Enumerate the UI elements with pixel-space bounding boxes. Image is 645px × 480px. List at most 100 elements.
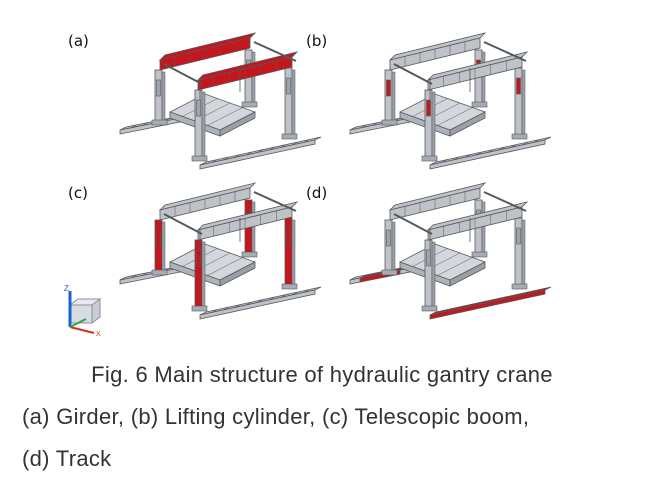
track-front-notch [475,151,483,156]
track-back-highlight-notch [375,271,383,276]
track-front-notch [521,141,529,146]
platform-grid [437,257,473,276]
column-front-left-base [421,155,438,162]
track-front-notch [268,296,276,301]
column-back-left-base [381,119,398,126]
track-back-highlight-notch [363,273,371,278]
column-back-left-cylinder [386,229,391,247]
panel-b [330,30,560,180]
crane-figure-d [349,182,552,320]
cross-beam-right [253,191,297,212]
cross-beam-left [393,63,433,85]
track-front-side [429,139,546,170]
track-back-notch [371,122,379,126]
track-back-highlight-notch [367,273,375,277]
track-front-notch [222,156,230,161]
panel-label-b: (b) [306,32,328,50]
column-front-right-base [511,283,528,290]
track-front-side [199,289,316,320]
column-back-left [384,69,393,125]
column-back-right-side [251,51,256,107]
panel-label-d: (d) [306,184,328,202]
column-front-right-side [521,219,526,289]
column-front-left-cylinder [196,99,201,117]
caption-subparts-cont: (d) Track [22,446,112,471]
column-back-left-side [161,221,166,275]
column-back-right-side [251,201,256,257]
track-front-notch [291,141,299,146]
track-front-notch [211,159,218,163]
track-front-notch [498,296,506,301]
track-front-notch [268,146,276,151]
column-front-left-base [421,305,438,312]
track-front-notch [452,306,460,311]
column-back-left-side [391,221,396,275]
platform-side2 [449,261,486,287]
column-front-right-cylinder [286,227,291,245]
axis-z-label: Z [64,284,69,293]
crane-figure-b [349,32,552,170]
track-front-notch [234,154,241,158]
column-back-left [154,69,163,125]
column-back-left-cylinder [156,79,161,97]
track-front-notch [257,299,264,303]
platform-grid [207,257,243,276]
column-front-left-cylinder [426,249,431,267]
track-front-notch [533,289,540,293]
cross-beam-left [393,213,433,235]
track-front-notch [280,144,287,148]
column-front-right-side [521,69,526,139]
track-front-notch [222,306,230,311]
cross-beam-left [163,63,203,85]
column-front-left-cylinder [426,99,431,117]
column-back-right-side [481,201,486,257]
track-back-highlight-notch [371,272,379,276]
column-back-left-base [151,269,168,276]
column-front-left-cylinder [196,249,201,267]
column-front-left-base [191,155,208,162]
platform-side2 [219,261,256,287]
panel-c [100,180,330,330]
track-front-notch [510,144,517,148]
column-back-right-base [241,251,258,258]
panel-label-c: (c) [68,184,88,202]
track-front-notch [303,139,310,143]
figure-caption: Fig. 6 Main structure of hydraulic gantr… [22,354,622,480]
crane-figure-a [119,32,322,170]
column-front-right-base [511,133,528,140]
axis-x-label: X [96,331,101,338]
track-back-notch [130,274,138,279]
column-front-right-cylinder [516,77,521,95]
platform-grid [207,107,243,126]
track-back-notch [141,272,149,276]
track-front-notch [464,154,471,158]
track-back-notch [360,124,368,129]
track-front-notch [510,294,517,298]
caption-subparts: (a) Girder, (b) Lifting cylinder, (c) Te… [22,404,530,429]
column-back-left-cylinder [156,229,161,247]
column-front-right-cylinder [516,227,521,245]
column-front-left-base [191,305,208,312]
column-front-right-side [291,69,296,139]
track-front-notch [464,304,471,308]
axis-triad-icon: Z X [52,283,112,343]
track-front-notch [498,146,506,151]
track-front-side [429,289,546,320]
column-back-right-base [471,101,488,108]
column-front-right-base [281,133,298,140]
panel-label-a: (a) [68,32,89,50]
track-front-notch [245,301,253,306]
track-front-notch [211,309,218,313]
column-back-left-base [151,119,168,126]
track-front-notch [475,301,483,306]
column-front-left-side [201,91,206,161]
column-back-left-side [391,71,396,125]
track-front-side [199,139,316,170]
column-back-right-side [481,51,486,107]
column-front-left-side [431,241,436,311]
track-front-notch [533,139,540,143]
track-front-notch [303,289,310,293]
track-front-notch [487,149,494,153]
cross-beam-right [253,41,297,62]
track-front-notch [291,291,299,296]
